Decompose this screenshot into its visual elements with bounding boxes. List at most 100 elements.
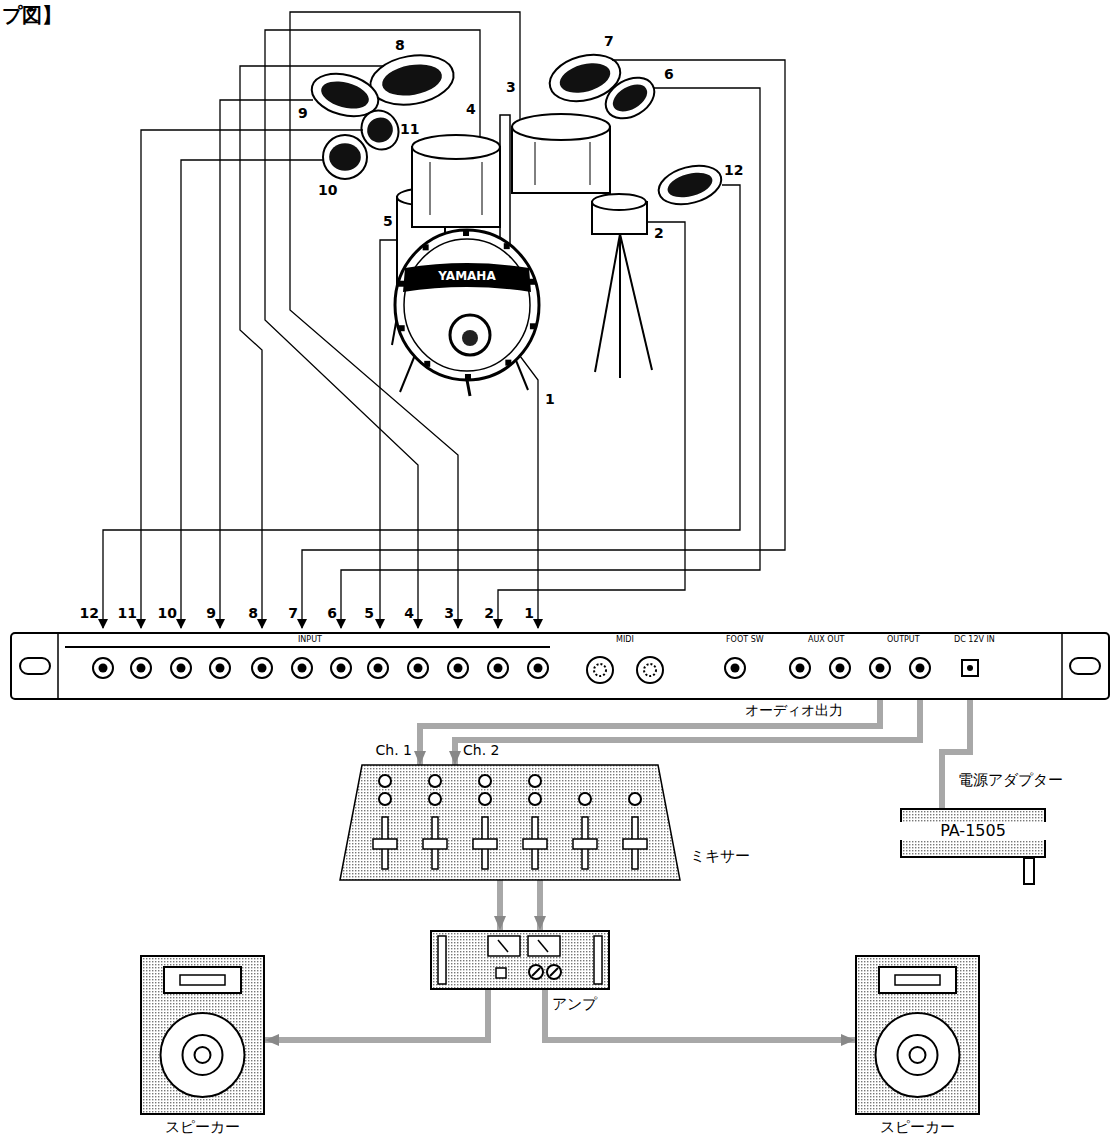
jack-ring — [292, 658, 312, 678]
bass-spur — [400, 355, 415, 392]
lug — [424, 361, 430, 367]
jack-hole — [258, 664, 267, 673]
bass-spur — [515, 358, 528, 390]
amp-handle — [594, 936, 602, 984]
jack-hole — [414, 664, 423, 673]
speaker-outline — [855, 955, 980, 1115]
input-number: 7 — [288, 606, 298, 621]
trigger-cable — [265, 30, 480, 628]
mixer-knob — [379, 793, 391, 805]
mixer-knob — [379, 775, 391, 787]
woofer — [898, 1035, 938, 1075]
adapter-body — [901, 809, 1045, 857]
diagram-title: プ図】 — [2, 4, 62, 26]
jack-hole — [337, 664, 346, 673]
lug — [423, 244, 429, 250]
jack — [210, 658, 230, 678]
jack-hole — [99, 664, 108, 673]
jack — [870, 658, 890, 678]
jack-ring — [131, 658, 151, 678]
trigger-pad — [598, 69, 661, 126]
amp-knob — [529, 965, 543, 979]
pad-surface — [608, 79, 652, 117]
callout-number: 3 — [506, 80, 516, 95]
trigger-cable — [220, 100, 313, 628]
pad-rim — [323, 135, 367, 179]
jack — [252, 658, 272, 678]
speaker-cabinet — [856, 956, 979, 1114]
bass-port — [450, 315, 490, 355]
input-number: 8 — [248, 606, 258, 621]
horn-throat — [895, 975, 940, 985]
trigger-pad — [654, 159, 725, 210]
speaker-cabinet — [141, 956, 264, 1114]
jack — [331, 658, 351, 678]
node-label: スピーカー — [110, 1119, 295, 1136]
horn-throat — [180, 975, 225, 985]
tom-lug — [482, 162, 483, 215]
jack-ring — [448, 658, 468, 678]
snare-stand — [620, 234, 652, 370]
mixer: ミキサー — [340, 765, 680, 880]
jack-ring — [252, 658, 272, 678]
mixer-outline — [340, 765, 680, 880]
callout-number: 6 — [664, 67, 674, 82]
mixer-knob — [479, 793, 491, 805]
input-number: 9 — [206, 606, 216, 621]
trigger-cable — [181, 160, 323, 628]
lug — [463, 230, 469, 236]
trigger-pad — [323, 135, 367, 179]
drum-kit — [392, 114, 652, 396]
node-label: OUTPUT — [887, 635, 920, 644]
pad-rim — [366, 49, 457, 111]
node-label: 電源アダプター — [958, 772, 1063, 789]
jack-hole — [216, 664, 225, 673]
pad-surface — [318, 77, 372, 114]
jack-hole — [374, 664, 383, 673]
pad-surface — [363, 113, 398, 147]
fader-cap — [473, 839, 497, 849]
jack-ring — [93, 658, 113, 678]
signal-cable — [420, 700, 880, 765]
node-label: MIDI — [616, 635, 634, 644]
callout-number: 5 — [383, 214, 393, 229]
rack-ear-hole — [20, 658, 50, 674]
rack-ear-hole — [1070, 658, 1100, 674]
amp-body — [431, 931, 609, 989]
mixer-knob — [429, 793, 441, 805]
bass-lugs — [398, 230, 536, 380]
jack — [910, 658, 930, 678]
callout-number: 12 — [724, 163, 743, 178]
adapter-plug — [1024, 858, 1034, 884]
knob-mark — [532, 968, 540, 976]
power-switch — [496, 968, 506, 978]
power-adapter: 電源アダプターPA-1505 — [900, 808, 1046, 858]
speaker: スピーカー — [140, 955, 265, 1115]
jack-hole — [137, 664, 146, 673]
callout-number: 10 — [318, 183, 337, 198]
tom-lug — [535, 142, 536, 185]
jack-ring — [210, 658, 230, 678]
trigger-cable — [141, 130, 363, 628]
horn — [879, 967, 956, 993]
midi-pins — [594, 664, 606, 676]
jack — [408, 658, 428, 678]
input-number: 6 — [327, 606, 337, 621]
midi-jack — [637, 657, 663, 683]
amplifier: アンプ — [430, 930, 610, 990]
signal-cable — [545, 990, 855, 1040]
jack — [131, 658, 151, 678]
snare-stand — [595, 234, 620, 372]
node-label: スピーカー — [825, 1119, 1010, 1136]
lug — [504, 243, 510, 249]
woofer — [910, 1047, 926, 1063]
lug — [399, 325, 405, 331]
jack-hole — [494, 664, 503, 673]
midi-pins — [644, 664, 656, 676]
fader-cap — [573, 839, 597, 849]
node-label: FOOT SW — [726, 635, 764, 644]
jack-ring — [528, 658, 548, 678]
bass-beater — [462, 330, 478, 346]
knob-mark — [550, 968, 558, 976]
mixer-knob — [429, 775, 441, 787]
